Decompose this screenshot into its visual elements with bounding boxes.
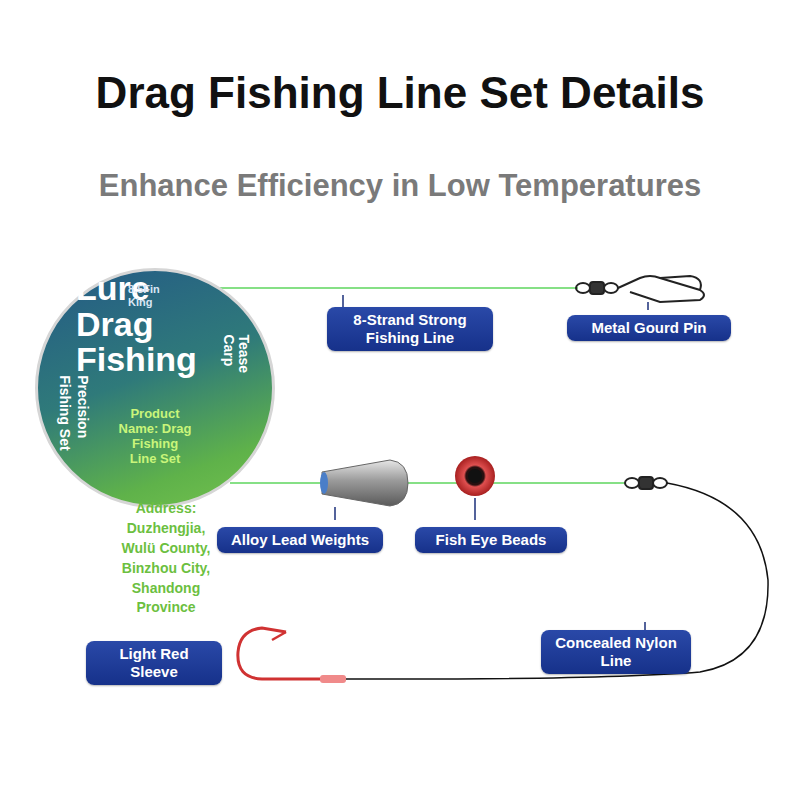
badge-vertical: Precision Fishing Set	[56, 375, 92, 451]
part-label: Fish Eye Beads	[423, 531, 559, 549]
part-label-box: Light Red Sleeve	[86, 641, 222, 685]
hook	[272, 632, 286, 640]
part-label-box: Alloy Lead Weights	[217, 527, 383, 553]
product-name: Product Name: Drag Fishing Line Set	[118, 407, 192, 467]
page-title: Drag Fishing Line Set Details	[0, 68, 800, 118]
fish-eye-bead	[468, 469, 482, 483]
part-label: Light Red Sleeve	[94, 645, 214, 681]
fish-eye-bead	[455, 456, 495, 496]
part-label: Concealed Nylon Line	[549, 634, 683, 670]
swivel	[625, 477, 667, 489]
part-label-box: Fish Eye Beads	[415, 527, 567, 553]
main-line	[230, 482, 626, 484]
part-label: Metal Gourd Pin	[575, 319, 723, 337]
part-label-box: Concealed Nylon Line	[541, 630, 691, 674]
main-line	[220, 287, 578, 289]
badge-note: 8.5Fin King	[128, 283, 184, 309]
lead-weight	[322, 460, 408, 506]
part-label: 8-Strand Strong Fishing Line	[335, 311, 485, 347]
part-label: Alloy Lead Weights	[225, 531, 375, 549]
swivel	[576, 282, 618, 294]
address-text: Address: Duzhengjia, Wulü County, Binzho…	[110, 499, 222, 618]
brand-badge: Lure Drag Fishing8.5Fin KingTease CarpPr…	[35, 268, 275, 508]
lead-weight	[320, 472, 328, 494]
snap-pin	[618, 276, 704, 302]
badge-vertical: Tease Carp	[221, 334, 252, 394]
red-sleeve	[320, 675, 346, 683]
part-label-box: Metal Gourd Pin	[567, 315, 731, 341]
hook	[238, 628, 346, 679]
snap-pin	[660, 276, 701, 290]
nylon-leader	[345, 483, 768, 679]
part-label-box: 8-Strand Strong Fishing Line	[327, 307, 493, 351]
page-subtitle: Enhance Efficiency in Low Temperatures	[0, 168, 800, 204]
